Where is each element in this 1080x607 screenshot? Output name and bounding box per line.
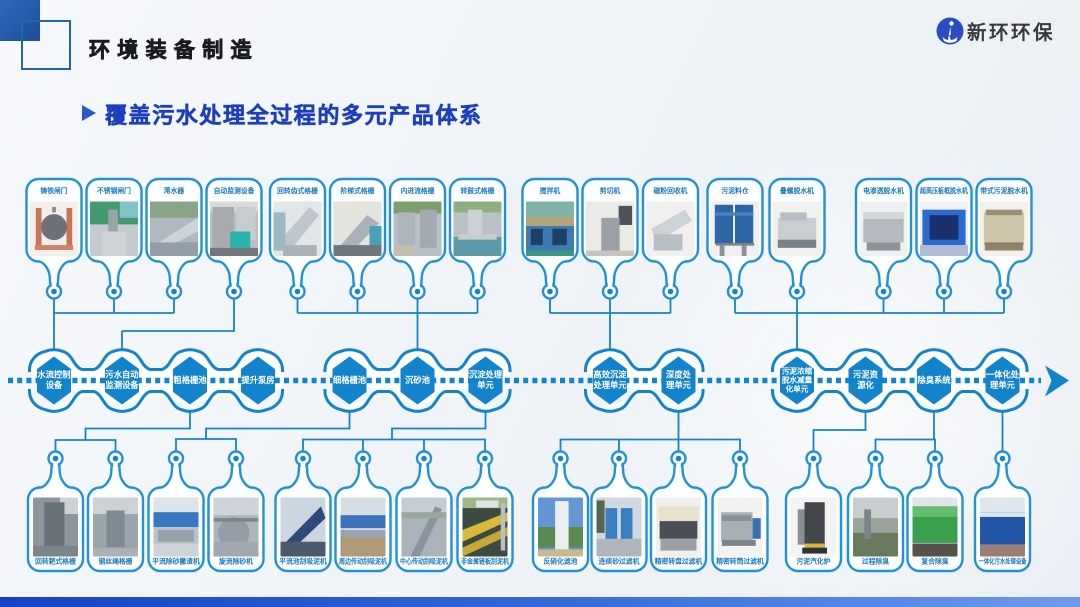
svg-text:精密转盘过滤机: 精密转盘过滤机 [655,557,703,566]
svg-text:细格栅池: 细格栅池 [333,375,367,385]
svg-text:高效沉淀: 高效沉淀 [593,370,627,380]
svg-text:超高压板框脱水机: 超高压板框脱水机 [919,186,968,195]
svg-text:水流控制: 水流控制 [36,370,70,380]
svg-text:新环环保: 新环环保 [967,21,1055,44]
svg-text:连续砂过滤机: 连续砂过滤机 [599,557,640,566]
svg-text:除臭系统: 除臭系统 [917,375,951,385]
svg-text:回转齿式格栅: 回转齿式格栅 [277,186,318,195]
svg-text:沉砂池: 沉砂池 [405,375,431,385]
svg-text:搅拌机: 搅拌机 [540,186,561,195]
svg-text:自动监测设备: 自动监测设备 [214,186,255,195]
svg-text:转鼓式格栅: 转鼓式格栅 [461,186,495,195]
svg-text:内进流格栅: 内进流格栅 [401,186,435,195]
svg-text:周边传动刮吸泥机: 周边传动刮吸泥机 [339,557,387,566]
svg-text:单元: 单元 [477,380,494,390]
svg-text:过程除臭: 过程除臭 [862,557,889,566]
svg-text:平流除砂撇渣机: 平流除砂撇渣机 [152,557,200,566]
svg-text:磁粉回收机: 磁粉回收机 [654,186,688,195]
svg-text:中心传动刮吸泥机: 中心传动刮吸泥机 [400,557,448,566]
svg-text:化单元: 化单元 [786,384,809,394]
svg-text:叠螺脱水机: 叠螺脱水机 [780,186,814,195]
svg-text:污水自动: 污水自动 [105,370,139,380]
svg-text:平流池刮吸泥机: 平流池刮吸泥机 [279,557,327,566]
svg-text:不锈钢闸门: 不锈钢闸门 [97,186,131,195]
svg-text:理单元: 理单元 [666,380,692,390]
svg-text:旋流除砂机: 旋流除砂机 [218,557,253,566]
svg-text:沉淀处理: 沉淀处理 [469,370,503,380]
svg-text:一体化处: 一体化处 [986,370,1020,380]
svg-text:污泥料仓: 污泥料仓 [721,186,748,195]
svg-text:回转耙式格栅: 回转耙式格栅 [35,557,76,566]
svg-text:铸铁闸门: 铸铁闸门 [40,186,67,195]
svg-text:源化: 源化 [857,380,874,390]
svg-text:污泥汽化炉: 污泥汽化炉 [797,557,831,566]
svg-text:剪切机: 剪切机 [600,186,621,195]
svg-text:滗水器: 滗水器 [164,186,185,195]
svg-text:理单元: 理单元 [990,380,1016,390]
svg-text:电渗透脱水机: 电渗透脱水机 [863,186,904,195]
svg-text:提升泵房: 提升泵房 [241,375,274,385]
svg-text:污泥资: 污泥资 [853,370,879,380]
svg-text:脱水减量: 脱水减量 [782,375,813,385]
svg-text:污泥浓缩: 污泥浓缩 [782,366,813,376]
svg-text:粗格栅池: 粗格栅池 [173,375,207,385]
svg-text:非金属链板刮泥机: 非金属链板刮泥机 [461,557,509,566]
svg-text:复合除臭: 复合除臭 [920,557,948,566]
svg-text:一体化污水处理设备: 一体化污水处理设备 [979,557,1027,566]
svg-text:阶梯式格栅: 阶梯式格栅 [341,186,375,195]
svg-text:精密转筒过滤机: 精密转筒过滤机 [716,557,764,566]
svg-text:处理单元: 处理单元 [592,380,627,390]
svg-text:带式污泥脱水机: 带式污泥脱水机 [980,186,1028,195]
svg-text:深度处: 深度处 [666,370,692,380]
svg-text:设备: 设备 [46,380,63,390]
svg-text:反硝化滤池: 反硝化滤池 [544,557,578,566]
svg-text:监测设备: 监测设备 [105,380,139,390]
svg-text:钢丝绳格栅: 钢丝绳格栅 [98,557,133,566]
